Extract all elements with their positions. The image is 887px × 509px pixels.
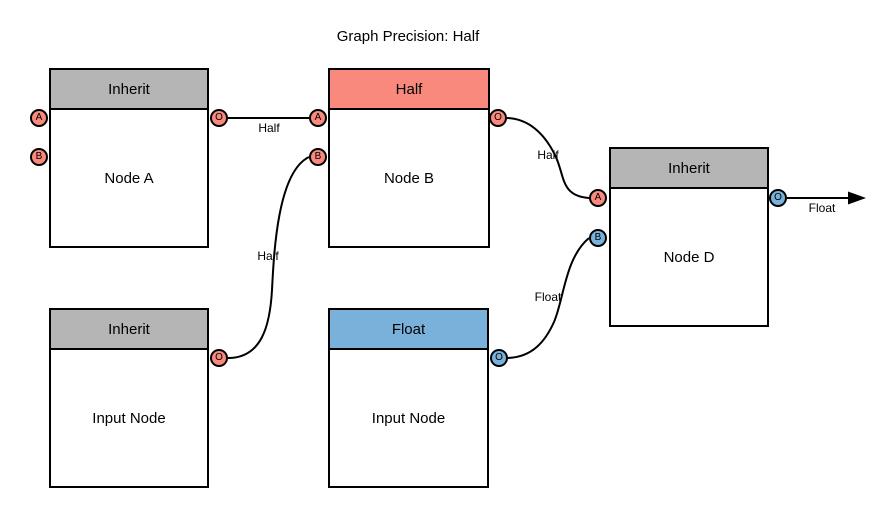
input-node-inherit-title: Input Node <box>92 409 166 427</box>
edge-label-b-to-d: Half <box>537 148 559 162</box>
input-node-inherit: Inherit Input Node <box>49 308 209 488</box>
node-a-precision-header: Inherit <box>51 70 207 110</box>
edge-label-graph-output: Float <box>808 201 836 215</box>
node-d-precision-header: Inherit <box>611 149 767 189</box>
node-b-input-port-b: B <box>309 148 327 166</box>
output-arrowhead-icon <box>848 191 866 205</box>
node-b-precision-header: Half <box>330 70 488 110</box>
node-b-output-port: O <box>489 109 507 127</box>
diagram-title: Graph Precision: Half <box>336 28 480 45</box>
node-b-input-port-a: A <box>309 109 327 127</box>
edge-input-float-to-node-d <box>507 237 590 359</box>
node-a-input-port-a: A <box>30 109 48 127</box>
node-b-title: Node B <box>383 169 435 187</box>
edge-label-input-float-to-d: Float <box>534 290 562 304</box>
input-node-float-title: Input Node <box>371 409 446 427</box>
node-a-input-port-b: B <box>30 148 48 166</box>
input-node-inherit-output-port: O <box>210 349 228 367</box>
node-d: Inherit Node D <box>609 147 769 327</box>
input-node-float-output-port: O <box>490 349 508 367</box>
node-a-output-port: O <box>210 109 228 127</box>
node-a-title: Node A <box>104 169 154 187</box>
node-d-input-port-b: B <box>589 229 607 247</box>
edge-input-inherit-to-node-b <box>227 156 310 359</box>
input-node-inherit-precision-header: Inherit <box>51 310 207 350</box>
input-node-float-precision-header: Float <box>330 310 487 350</box>
node-a: Inherit Node A <box>49 68 209 248</box>
node-b: Half Node B <box>328 68 490 248</box>
node-d-output-port: O <box>769 189 787 207</box>
edge-label-input-inherit-to-b: Half <box>257 249 279 263</box>
node-d-title: Node D <box>663 248 715 266</box>
edge-node-b-to-node-d <box>506 117 590 199</box>
edge-label-a-to-b: Half <box>258 121 280 135</box>
input-node-float: Float Input Node <box>328 308 489 488</box>
node-d-input-port-a: A <box>589 189 607 207</box>
